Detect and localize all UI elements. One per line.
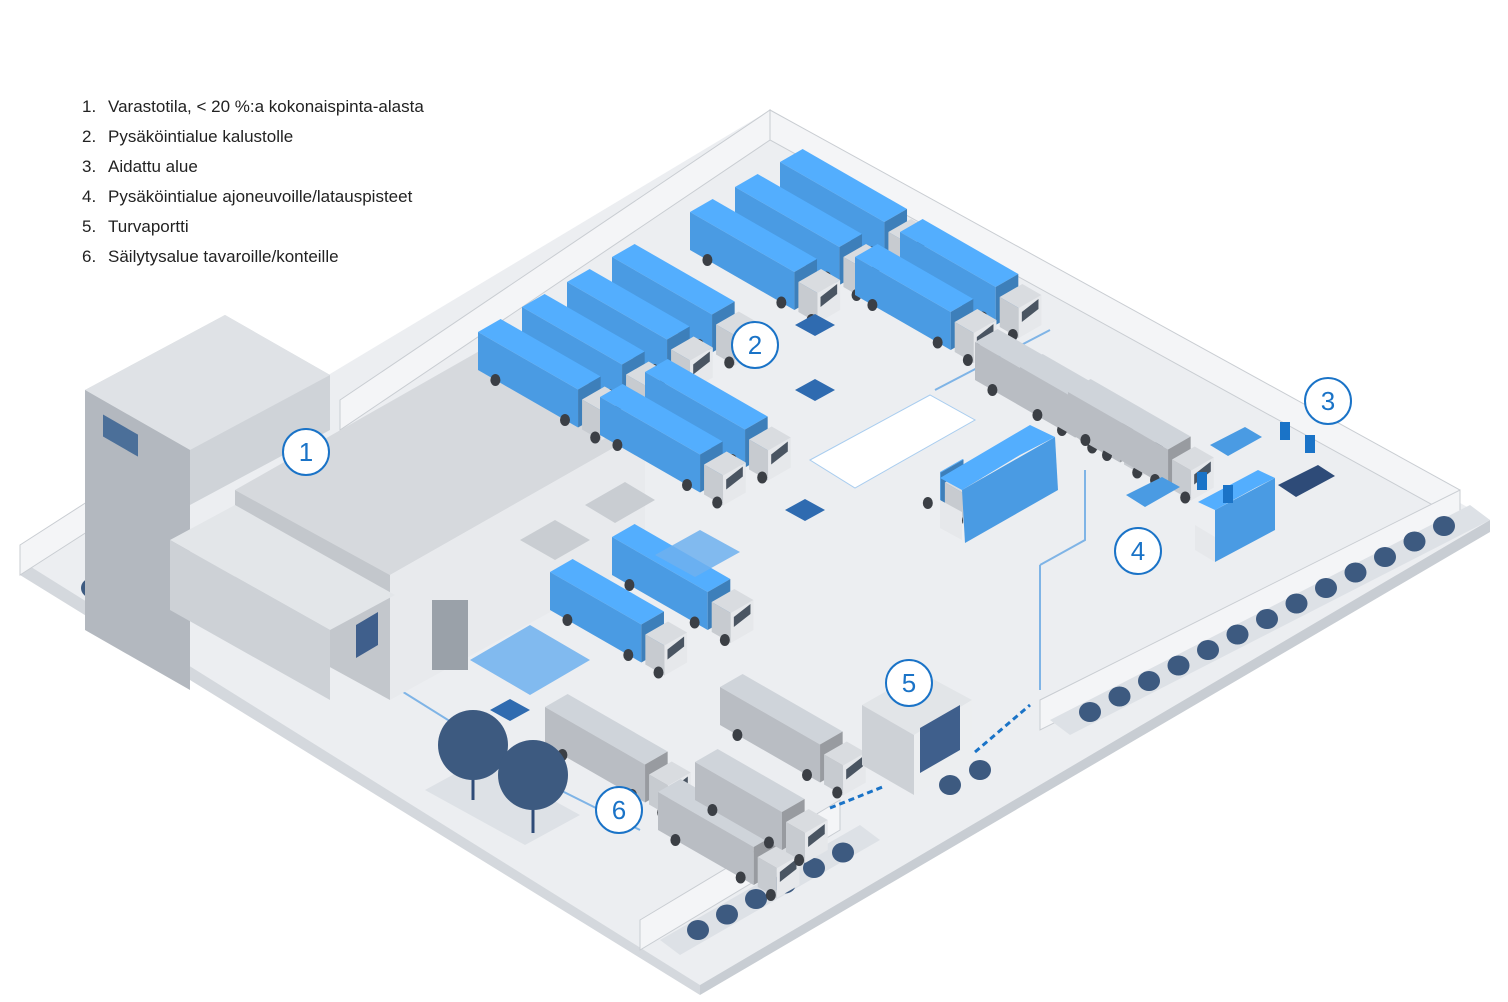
shrub bbox=[1344, 562, 1367, 583]
shrub bbox=[803, 858, 825, 878]
marker-3: 3 bbox=[1304, 377, 1352, 425]
shrub bbox=[1079, 702, 1101, 722]
shrub bbox=[1197, 640, 1219, 660]
marker-2-label: 2 bbox=[748, 330, 762, 360]
shrub bbox=[832, 842, 854, 863]
shrub bbox=[1167, 655, 1190, 676]
legend-item-1: 1. Varastotila, < 20 %:a kokonaispinta-al… bbox=[82, 92, 424, 122]
marker-5: 5 bbox=[885, 659, 933, 707]
cars bbox=[1126, 427, 1335, 507]
window bbox=[356, 612, 378, 658]
gatehouse-window bbox=[920, 705, 960, 773]
warehouse-building bbox=[85, 315, 645, 700]
shrub bbox=[1256, 609, 1278, 629]
marker-4: 4 bbox=[1114, 527, 1162, 575]
forklift-icon bbox=[785, 499, 825, 521]
pallet-stacks bbox=[470, 530, 740, 695]
legend-item-6: 6. Säilytysalue tavaroille/konteille bbox=[82, 242, 424, 272]
forklift-icon bbox=[795, 314, 835, 336]
legend-text: Säilytysalue tavaroille/konteille bbox=[108, 247, 339, 266]
charger-icon bbox=[1280, 422, 1290, 440]
truck-group bbox=[478, 149, 1275, 901]
truck bbox=[940, 425, 1058, 543]
legend-item-2: 2. Pysäköintialue kalustolle bbox=[82, 122, 424, 152]
shrub bbox=[1403, 531, 1426, 552]
marker-4-label: 4 bbox=[1131, 536, 1145, 566]
shrub bbox=[1315, 578, 1337, 598]
dock-door bbox=[432, 600, 468, 670]
truck bbox=[720, 674, 866, 799]
truck bbox=[600, 384, 746, 509]
legend-number: 4. bbox=[82, 187, 97, 206]
shrub bbox=[939, 775, 961, 795]
legend-number: 6. bbox=[82, 247, 97, 266]
legend-number: 3. bbox=[82, 157, 97, 176]
tree bbox=[498, 740, 568, 810]
legend-item-4: 4. Pysäköintialue ajoneuvoille/latauspist… bbox=[82, 182, 424, 212]
marker-6: 6 bbox=[595, 786, 643, 834]
legend-text: Varastotila, < 20 %:a kokonaispinta-alas… bbox=[108, 97, 424, 116]
legend-text: Pysäköintialue kalustolle bbox=[108, 127, 294, 146]
legend-text: Pysäköintialue ajoneuvoille/latauspistee… bbox=[108, 187, 413, 206]
forklifts bbox=[490, 314, 835, 721]
marker-1-label: 1 bbox=[299, 437, 313, 467]
shrub bbox=[1138, 671, 1160, 691]
fence-back bbox=[19, 109, 1461, 576]
legend-item-5: 5. Turvaportti bbox=[82, 212, 424, 242]
forklift-icon bbox=[490, 699, 530, 721]
marker-6-label: 6 bbox=[612, 795, 626, 825]
truck bbox=[550, 559, 688, 679]
charger-icon bbox=[1305, 435, 1315, 453]
legend-number: 1. bbox=[82, 97, 97, 116]
marker-5-label: 5 bbox=[902, 668, 916, 698]
truck bbox=[1068, 379, 1214, 504]
charging-stations bbox=[1197, 422, 1315, 503]
marker-2: 2 bbox=[731, 321, 779, 369]
charger-icon bbox=[1197, 472, 1207, 490]
legend-text: Aidattu alue bbox=[108, 157, 198, 176]
shrub bbox=[1226, 624, 1249, 645]
truck bbox=[695, 749, 828, 866]
trees bbox=[425, 710, 580, 845]
legend-number: 5. bbox=[82, 217, 97, 236]
forklift-icon bbox=[795, 379, 835, 401]
shrub bbox=[687, 920, 709, 940]
tree bbox=[438, 710, 508, 780]
shrub bbox=[745, 889, 767, 909]
truck bbox=[855, 244, 997, 366]
pedestrian-crossing bbox=[809, 394, 977, 489]
legend-text: Turvaportti bbox=[108, 217, 189, 236]
delivery-van bbox=[1195, 470, 1275, 562]
marker-1: 1 bbox=[282, 428, 330, 476]
shrub bbox=[969, 760, 991, 780]
gate-barrier bbox=[974, 703, 1031, 754]
charger-icon bbox=[1223, 485, 1233, 503]
car bbox=[1126, 477, 1180, 507]
shrub bbox=[1374, 547, 1396, 567]
yard-ground-edge-right bbox=[700, 520, 1490, 995]
loading-docks bbox=[520, 482, 655, 560]
window bbox=[103, 414, 138, 457]
legend-item-3: 3. Aidattu alue bbox=[82, 152, 424, 182]
truck bbox=[658, 779, 800, 901]
shrub bbox=[1285, 593, 1308, 614]
legend-list: 1. Varastotila, < 20 %:a kokonaispinta-al… bbox=[82, 92, 424, 272]
shrub bbox=[716, 904, 738, 925]
marker-3-label: 3 bbox=[1321, 386, 1335, 416]
pickup-truck bbox=[1278, 465, 1335, 497]
shrub bbox=[1108, 686, 1131, 707]
car bbox=[1210, 427, 1262, 456]
legend-number: 2. bbox=[82, 127, 97, 146]
shrub bbox=[1433, 516, 1455, 536]
